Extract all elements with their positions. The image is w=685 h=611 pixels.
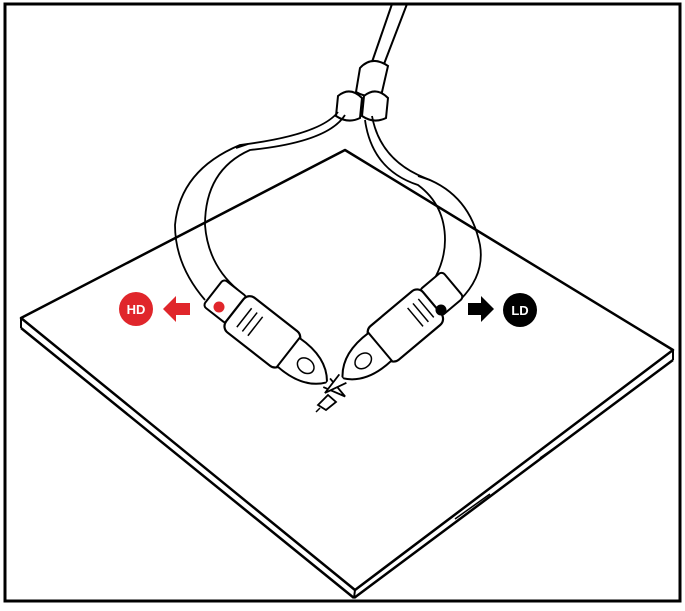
ld-lead-wires: [364, 115, 482, 301]
hd-indicator: HD: [119, 292, 190, 326]
hd-clip: [203, 279, 346, 398]
hd-lead-wires: [174, 111, 346, 301]
hd-label: HD: [127, 302, 146, 317]
test-point: [315, 393, 338, 413]
hd-badge: [119, 292, 153, 326]
arrow-left-icon: [163, 296, 190, 322]
ld-label: LD: [511, 303, 528, 318]
ld-clip: [324, 271, 464, 394]
arrow-right-icon: [468, 296, 494, 322]
main-cable: [334, 3, 408, 122]
ld-badge: [503, 293, 537, 327]
frame-border: [3, 2, 682, 603]
ld-marker-dot: [435, 304, 447, 316]
hd-marker-dot: [213, 301, 225, 313]
ld-indicator: LD: [468, 293, 537, 327]
